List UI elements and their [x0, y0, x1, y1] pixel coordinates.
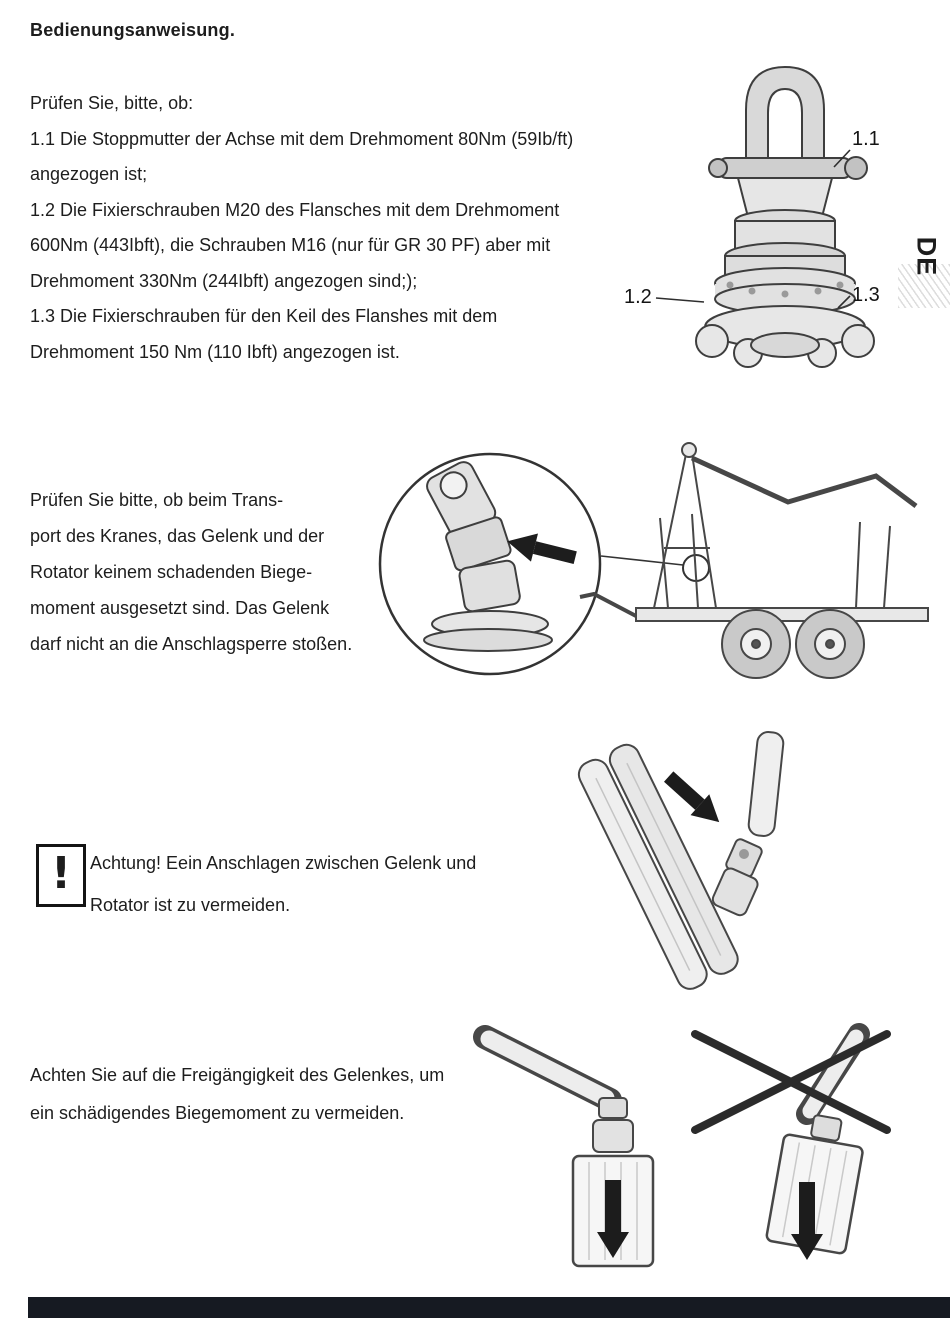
torque-line: 600Nm (443Ibft), die Schrauben M16 (nur …	[30, 235, 551, 255]
shackle-shape	[745, 65, 825, 161]
transport-line: moment ausgesetzt sind. Das Gelenk	[30, 598, 330, 618]
warning-line: Achtung! Eein Anschlagen zwischen Gelenk…	[90, 853, 477, 873]
torque-line: Drehmoment 330Nm (244Ibft) angezogen sin…	[30, 270, 418, 291]
transport-line: Prüfen Sie bitte, ob beim Trans-	[30, 490, 284, 510]
torque-line: Prüfen Sie, bitte, ob:	[30, 93, 194, 113]
warning-line: Rotator ist zu vermeiden.	[90, 895, 291, 915]
callout-1-1: 1.1	[852, 128, 880, 150]
stop-nut	[844, 156, 868, 180]
callout-leader-lines	[655, 149, 851, 309]
clearance-line: ein schädigendes Biegemoment zu vermeide…	[30, 1103, 405, 1123]
correct-figure	[473, 1025, 655, 1268]
warning-box: !	[36, 844, 86, 907]
transport-line: Rotator keinem schadenden Biege-	[30, 562, 313, 582]
footer-bar	[28, 1297, 950, 1318]
torque-line: 1.1 Die Stoppmutter der Achse mit dem Dr…	[30, 128, 574, 149]
torque-line: Drehmoment 150 Nm (110 Ibft) angezogen i…	[30, 341, 400, 362]
contact-arrow-icon	[663, 771, 720, 823]
torque-line: 1.3 Die Fixierschrauben für den Keil des…	[30, 306, 498, 326]
transport-line: port des Kranes, das Gelenk und der	[30, 526, 325, 546]
cross-icon	[691, 1030, 891, 1134]
transport-instructions: Prüfen Sie bitte, ob beim Trans- port de…	[30, 482, 352, 662]
clearance-line: Achten Sie auf die Freigängigkeit des Ge…	[30, 1065, 445, 1085]
axle-pin	[717, 157, 853, 179]
magnifier-link-line	[600, 555, 684, 566]
exclamation-icon: !	[50, 847, 72, 899]
page-title: Bedienungsanweisung.	[30, 20, 236, 40]
torque-instructions: Prüfen Sie, bitte, ob: 1.1 Die Stoppmutt…	[30, 86, 573, 370]
transport-figure	[378, 442, 929, 679]
incorrect-figure	[691, 1023, 891, 1260]
clearance-instructions: Achten Sie auf die Freigängigkeit des Ge…	[30, 1056, 444, 1132]
flange-bolts	[726, 281, 844, 298]
down-arrow-icon	[791, 1182, 823, 1260]
callout-1-3: 1.3	[852, 284, 880, 306]
torque-line: 1.2 Die Fixierschrauben M20 des Flansche…	[30, 199, 560, 220]
scan-hatch-artifact	[898, 264, 950, 308]
clearance-comparison-figure	[473, 1023, 891, 1268]
trailer-drawing	[579, 442, 929, 679]
transport-line: darf nicht an die Anschlagsperre stoßen.	[30, 634, 353, 654]
torque-line: angezogen ist;	[30, 164, 148, 184]
down-arrow-icon	[597, 1180, 629, 1258]
joint-hardware	[711, 838, 763, 917]
pointer-arrow-icon	[507, 533, 577, 565]
link-post	[747, 731, 785, 837]
language-tab-label: DE	[911, 236, 942, 276]
callout-1-2: 1.2	[624, 286, 652, 308]
language-tab: DE	[903, 216, 949, 296]
rotator-figure	[655, 65, 875, 368]
boom-sections	[577, 743, 739, 990]
warning-text: Achtung! Eein Anschlagen zwischen Gelenk…	[90, 842, 476, 926]
joint-detail	[423, 461, 553, 652]
boom-contact-figure	[577, 731, 785, 990]
